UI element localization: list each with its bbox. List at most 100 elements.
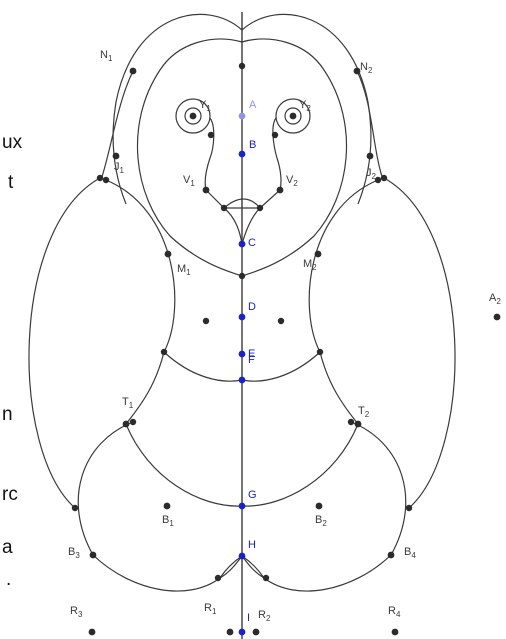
construction-dot bbox=[202, 317, 210, 325]
points-layer bbox=[71, 62, 501, 636]
beak-top-arc bbox=[223, 198, 261, 209]
point-y2[interactable] bbox=[289, 112, 297, 120]
point-r2[interactable] bbox=[252, 628, 260, 636]
beak-top-line bbox=[205, 189, 281, 209]
eye-right-inner-circle bbox=[284, 107, 302, 125]
belly-left-upper-arc bbox=[125, 351, 165, 425]
point-label-b2: B2 bbox=[315, 514, 327, 528]
point-label-a: A bbox=[249, 99, 257, 111]
foot-left-outer-arc bbox=[77, 421, 134, 556]
point-j1[interactable] bbox=[112, 152, 120, 160]
wing-left-inner-arc bbox=[105, 179, 176, 353]
point-i[interactable] bbox=[238, 628, 246, 636]
face-right-arc bbox=[241, 38, 348, 277]
point-a[interactable] bbox=[238, 112, 246, 120]
construction-dot bbox=[347, 418, 355, 426]
point-label-f: F bbox=[248, 354, 255, 366]
construction-dot bbox=[256, 204, 264, 212]
construction-dot bbox=[238, 62, 246, 70]
point-f[interactable] bbox=[238, 376, 246, 384]
point-label-c: C bbox=[248, 237, 256, 249]
construction-dot bbox=[262, 574, 270, 582]
edge-text-fragment-6: . bbox=[6, 569, 11, 590]
point-r3[interactable] bbox=[88, 628, 96, 636]
point-j2[interactable] bbox=[366, 152, 374, 160]
point-b3[interactable] bbox=[89, 551, 97, 559]
point-r1[interactable] bbox=[226, 628, 234, 636]
point-label-g: G bbox=[248, 489, 257, 501]
point-n2[interactable] bbox=[353, 67, 361, 75]
point-b2[interactable] bbox=[315, 502, 323, 510]
wing-right-outer-arc bbox=[383, 177, 456, 509]
construction-dot bbox=[71, 504, 79, 512]
eye-left-inner-circle bbox=[184, 107, 202, 125]
point-a2[interactable] bbox=[493, 313, 501, 321]
point-b4[interactable] bbox=[387, 551, 395, 559]
point-label-r4: R4 bbox=[388, 605, 401, 619]
point-label-i: I bbox=[247, 612, 250, 624]
point-label-n1: N1 bbox=[100, 49, 113, 63]
construction-dot bbox=[207, 131, 215, 139]
construction-dot bbox=[405, 504, 413, 512]
point-d[interactable] bbox=[238, 313, 246, 321]
ear-left-arc bbox=[100, 70, 134, 181]
point-v1[interactable] bbox=[202, 186, 210, 194]
construction-dot bbox=[238, 272, 246, 280]
point-label-t2: T2 bbox=[358, 405, 370, 419]
point-label-m2: M2 bbox=[303, 258, 317, 272]
point-label-n2: N2 bbox=[360, 61, 373, 75]
eye-left-stem bbox=[204, 117, 215, 191]
edge-text-fragment-1: ux bbox=[2, 132, 23, 153]
point-label-r2: R2 bbox=[258, 609, 271, 623]
point-label-b: B bbox=[249, 139, 256, 151]
point-label-v1: V1 bbox=[183, 174, 195, 188]
edge-text-fragment-2: t bbox=[8, 172, 14, 193]
face-left-arc bbox=[136, 38, 243, 277]
point-label-y2: Y2 bbox=[299, 99, 311, 113]
point-label-r3: R3 bbox=[70, 605, 83, 619]
foot-right-bottom-arc bbox=[241, 554, 392, 592]
point-h[interactable] bbox=[238, 552, 246, 560]
point-m2[interactable] bbox=[314, 250, 322, 258]
point-b1[interactable] bbox=[163, 502, 171, 510]
point-label-e: E bbox=[248, 348, 255, 360]
point-label-b3: B3 bbox=[68, 546, 80, 560]
construction-dot bbox=[374, 176, 382, 184]
point-c[interactable] bbox=[238, 240, 246, 248]
point-g[interactable] bbox=[238, 502, 246, 510]
point-label-b4: B4 bbox=[404, 546, 416, 560]
construction-dot bbox=[129, 418, 137, 426]
construction-dot bbox=[271, 131, 279, 139]
foot-left-bottom-arc bbox=[92, 554, 243, 592]
ear-right-arc bbox=[356, 70, 384, 181]
eye-right-stem bbox=[272, 117, 282, 191]
point-b[interactable] bbox=[238, 150, 246, 158]
construction-dot bbox=[160, 348, 168, 356]
construction-dot bbox=[102, 176, 110, 184]
point-e[interactable] bbox=[238, 350, 246, 358]
point-t2[interactable] bbox=[354, 420, 362, 428]
point-r4[interactable] bbox=[391, 628, 399, 636]
construction-dot bbox=[214, 574, 222, 582]
construction-dot bbox=[277, 317, 285, 325]
point-t1[interactable] bbox=[122, 420, 130, 428]
point-label-t1: T1 bbox=[122, 396, 134, 410]
point-label-v2: V2 bbox=[286, 174, 298, 188]
head-top-left-arc bbox=[112, 13, 243, 205]
point-v2[interactable] bbox=[276, 186, 284, 194]
point-label-y1: Y1 bbox=[199, 99, 211, 113]
head-top-right-arc bbox=[241, 13, 372, 205]
point-label-j1: J1 bbox=[114, 161, 125, 175]
point-m1[interactable] bbox=[164, 250, 172, 258]
belly-right-upper-arc bbox=[319, 351, 359, 425]
construction-dot bbox=[316, 348, 324, 356]
construction-dot bbox=[220, 204, 228, 212]
eye-right-outer-circle bbox=[275, 98, 311, 134]
point-y1[interactable] bbox=[189, 112, 197, 120]
point-label-b1: B1 bbox=[162, 514, 174, 528]
foot-right-outer-arc bbox=[350, 421, 407, 556]
point-label-a2: A2 bbox=[489, 292, 501, 306]
point-label-m1: M1 bbox=[177, 263, 191, 277]
point-n1[interactable] bbox=[129, 67, 137, 75]
